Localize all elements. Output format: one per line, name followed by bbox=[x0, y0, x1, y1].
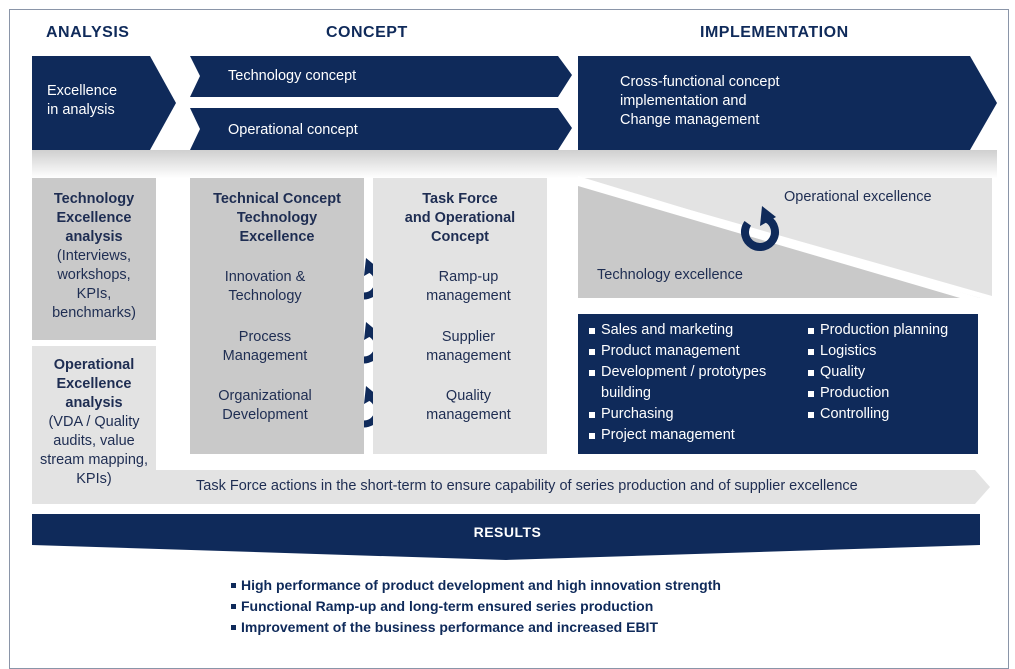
functions-list-right: Production planning Logistics Quality Pr… bbox=[807, 320, 972, 425]
technology-analysis-text: Technology Excellence analysis (Intervie… bbox=[52, 191, 136, 321]
cycle-icon bbox=[741, 206, 779, 251]
results-banner bbox=[32, 514, 980, 560]
result-item: Improvement of the business performance … bbox=[231, 617, 721, 638]
functions-box bbox=[578, 314, 978, 454]
function-item: Purchasing bbox=[588, 404, 793, 425]
phase-implementation-heading: IMPLEMENTATION bbox=[700, 24, 849, 41]
function-item: Project management bbox=[588, 425, 793, 446]
function-item: Quality bbox=[807, 362, 972, 383]
analysis-arrow bbox=[32, 56, 176, 150]
task-force-bar-text: Task Force actions in the short-term to … bbox=[196, 478, 858, 494]
results-list: High performance of product development … bbox=[231, 575, 721, 638]
results-label: RESULTS bbox=[473, 524, 542, 540]
function-item: Development / prototypes building bbox=[588, 362, 793, 404]
technical-item: Innovation &Technology bbox=[224, 269, 306, 304]
operational-concept-label: Operational concept bbox=[228, 122, 358, 138]
technology-excellence-label: Technology excellence bbox=[597, 267, 743, 283]
operational-concept-arrow bbox=[190, 108, 572, 150]
task-force-concept-title: Task Force and Operational Concept bbox=[404, 191, 516, 245]
phase-concept-heading: CONCEPT bbox=[326, 24, 408, 41]
function-item: Production bbox=[807, 383, 972, 404]
function-item: Product management bbox=[588, 341, 793, 362]
function-item: Sales and marketing bbox=[588, 320, 793, 341]
phase-analysis-heading: ANALYSIS bbox=[46, 24, 130, 41]
operational-analysis-text: Operational Excellence analysis (VDA / Q… bbox=[40, 357, 148, 487]
function-item: Controlling bbox=[807, 404, 972, 425]
task-force-concept-box bbox=[373, 178, 547, 454]
technical-concept-title: Technical Concept Technology Excellence bbox=[213, 191, 341, 245]
function-item: Production planning bbox=[807, 320, 972, 341]
technology-concept-arrow bbox=[190, 56, 572, 97]
technical-concept-box bbox=[190, 178, 364, 454]
function-item: Logistics bbox=[807, 341, 972, 362]
technology-analysis-box bbox=[32, 178, 156, 340]
technology-concept-label: Technology concept bbox=[228, 68, 357, 84]
functions-list-left: Sales and marketing Product management D… bbox=[588, 320, 793, 446]
operational-excellence-label: Operational excellence bbox=[784, 189, 932, 205]
result-item: Functional Ramp-up and long-term ensured… bbox=[231, 596, 721, 617]
result-item: High performance of product development … bbox=[231, 575, 721, 596]
task-force-arrow bbox=[32, 470, 990, 504]
implementation-arrow bbox=[578, 56, 997, 150]
operational-analysis-box bbox=[32, 346, 156, 470]
diagram-shapes bbox=[32, 56, 997, 560]
